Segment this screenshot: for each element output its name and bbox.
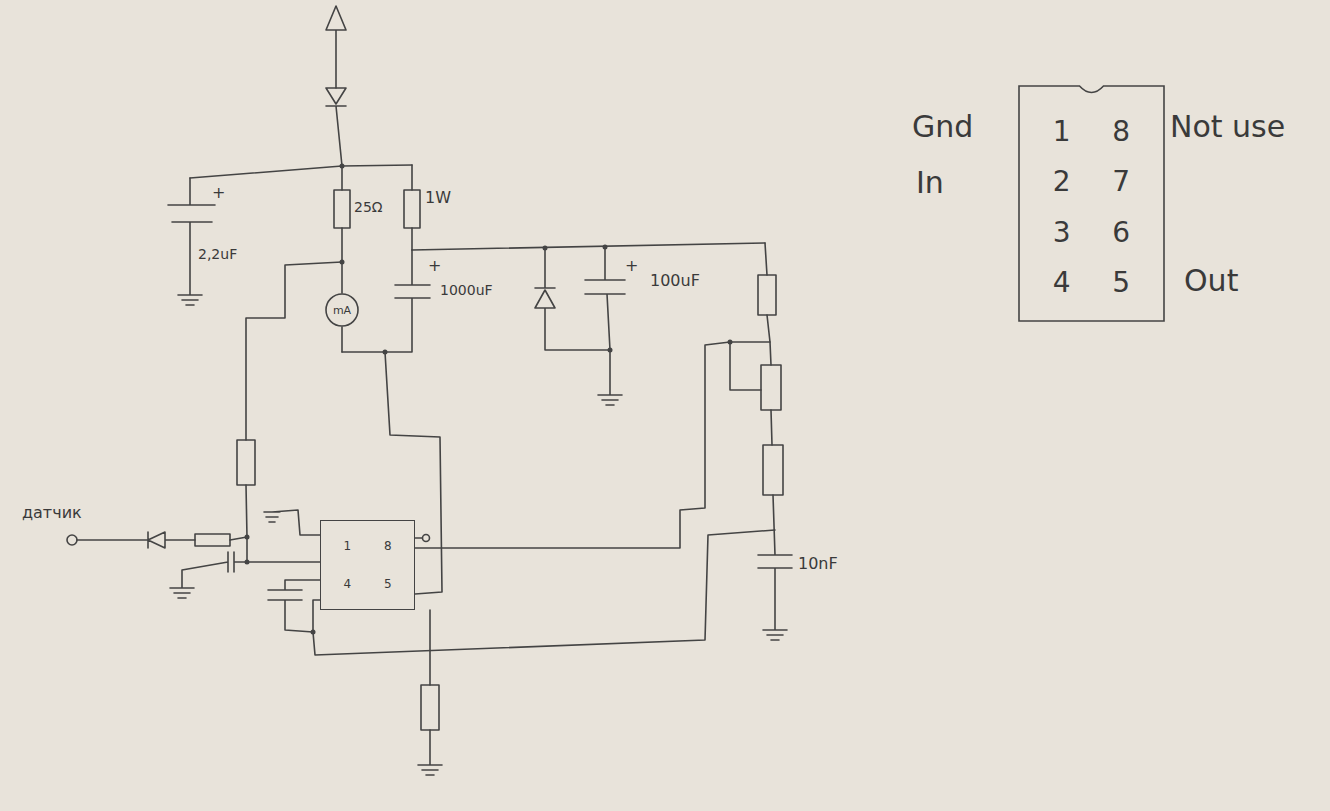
pin-number: 4: [343, 578, 351, 590]
pin-number: 8: [384, 540, 392, 552]
chip-outline: [1018, 85, 1165, 322]
component-value: 25Ω: [354, 200, 383, 214]
ic-pinout: 1 8 2 7 3 6 4 5: [1018, 85, 1165, 322]
pin-number: 8: [1112, 118, 1130, 146]
pin-name: Out: [1184, 266, 1238, 296]
ic-chip: 1845: [320, 520, 415, 610]
component-value: 1W: [425, 190, 451, 206]
wire: [415, 537, 422, 539]
wire: [190, 165, 412, 178]
junction-dot: [608, 348, 613, 353]
pin-number: 5: [1112, 269, 1130, 297]
junction-dot: [728, 340, 733, 345]
junction-dot: [245, 535, 250, 540]
pin-name: Not use: [1170, 112, 1285, 142]
capacitor-symbol: [170, 537, 320, 598]
pin-name: In: [916, 168, 944, 198]
diode-symbol: [326, 88, 346, 166]
chip-body: [1019, 86, 1164, 321]
wire: [412, 243, 765, 250]
input-terminal: [67, 535, 77, 545]
pin-terminal: [423, 535, 430, 542]
wire: [411, 165, 413, 250]
wire: [313, 530, 775, 655]
meter-unit: mA: [333, 305, 351, 316]
capacitor-symbol: [168, 178, 215, 305]
resistor-symbol: [763, 445, 783, 495]
capacitor-symbol: [585, 247, 625, 350]
ground-symbol: [264, 510, 320, 535]
resistor-symbol: [334, 190, 350, 228]
pin-number: 4: [1053, 269, 1071, 297]
capacitor-symbol: [268, 580, 320, 632]
resistor-symbol: [404, 190, 420, 228]
wires: [67, 6, 792, 775]
junction-dot: [245, 560, 250, 565]
ammeter-symbol: mA: [325, 293, 359, 327]
junctions: [245, 164, 733, 635]
component-value: +: [625, 258, 638, 274]
diode-symbol: [77, 532, 195, 548]
resistor-symbol: [758, 275, 776, 315]
pin-number: 5: [384, 578, 392, 590]
component-value: 100uF: [650, 273, 700, 289]
resistor-symbol: [421, 685, 439, 730]
pin-number: 1: [343, 540, 351, 552]
junction-dot: [383, 350, 388, 355]
component-value: 2,2uF: [198, 247, 237, 261]
wire: [415, 342, 770, 548]
resistor-symbol: [237, 440, 255, 485]
resistor-symbol: [195, 534, 230, 546]
junction-dot: [311, 630, 316, 635]
pin-number: 6: [1112, 219, 1130, 247]
wire: [385, 352, 442, 594]
component-value: +: [428, 258, 441, 274]
pin-number: 3: [1053, 219, 1071, 247]
supply-arrow: [326, 6, 346, 88]
component-value: +: [212, 185, 225, 201]
pin-number: 7: [1112, 168, 1130, 196]
pin-number: 1: [1053, 118, 1071, 146]
component-value: 1000uF: [440, 283, 493, 297]
component-value: 10nF: [798, 556, 838, 572]
wire: [341, 166, 343, 262]
component-value: датчик: [22, 505, 82, 521]
junction-dot: [543, 246, 548, 251]
meter-circle: [326, 294, 358, 326]
resistor-symbol: [761, 365, 781, 410]
junction-dot: [340, 260, 345, 265]
pin-name: Gnd: [912, 112, 973, 142]
junction-dot: [603, 245, 608, 250]
wire: [758, 243, 792, 640]
junction-dot: [340, 164, 345, 169]
pin-number: 2: [1053, 168, 1071, 196]
wire: [418, 610, 442, 775]
